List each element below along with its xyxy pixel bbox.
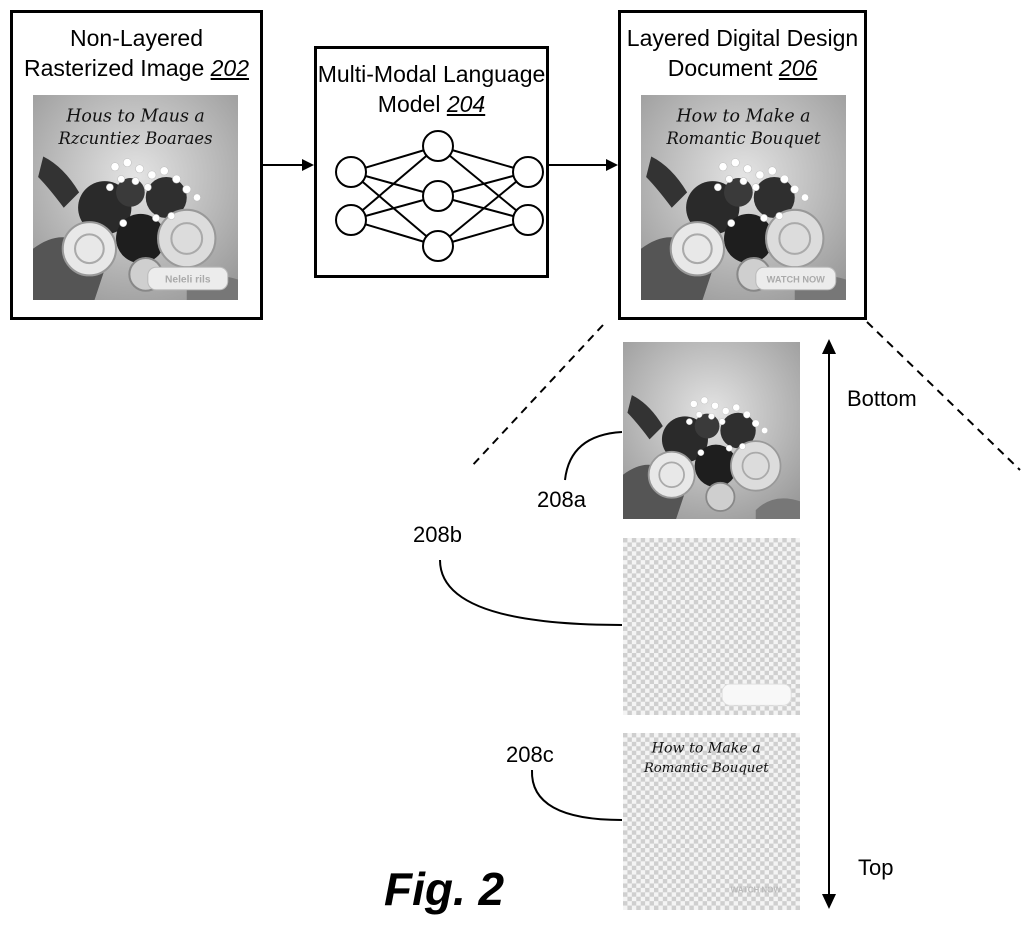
input-title-line1: Non-Layered — [13, 23, 260, 53]
input-box-title: Non-Layered Rasterized Image 202 — [13, 23, 260, 83]
ref-206: 206 — [779, 55, 817, 81]
figure-label: Fig. 2 — [384, 862, 504, 916]
garbled-text-line2: Rzcuntiez Boaraes — [57, 129, 212, 148]
layer-button-text: WATCH NOW — [731, 885, 782, 894]
input-title-line2: Rasterized Image — [24, 55, 211, 81]
leader-208b — [440, 560, 622, 625]
doc-text-line1: How to Make a — [675, 107, 810, 127]
axis-bottom-label: Bottom — [847, 386, 917, 412]
garbled-button: Neleli rils — [165, 275, 211, 286]
label-208c: 208c — [506, 742, 554, 768]
model-title-line2: Model — [378, 91, 447, 117]
output-document-box: Layered Digital Design Document 206 How … — [618, 10, 867, 320]
layer-208a-background — [623, 342, 800, 519]
layered-document-image: How to Make a Romantic Bouquet WATCH NOW — [641, 95, 846, 300]
output-box-title: Layered Digital Design Document 206 — [621, 23, 864, 83]
layer-208b-button-shape — [623, 538, 800, 715]
doc-text-line2: Romantic Bouquet — [665, 129, 821, 148]
leader-208c — [532, 770, 622, 820]
model-box-title: Multi-Modal Language Model 204 — [317, 59, 546, 119]
leader-208a — [565, 432, 622, 480]
doc-button: WATCH NOW — [767, 275, 826, 285]
axis-top-label: Top — [858, 855, 893, 881]
input-image-box: Non-Layered Rasterized Image 202 Hous to… — [10, 10, 263, 320]
output-title-line2: Document — [668, 55, 779, 81]
arrow-down-icon — [822, 894, 836, 909]
layer-208c-text: How to Make a Romantic Bouquet WATCH NOW — [623, 733, 800, 910]
layer-text-line2: Romantic Bouquet — [643, 761, 769, 776]
label-208b: 208b — [413, 522, 462, 548]
zoom-line-left — [470, 325, 603, 468]
rasterized-image: Hous to Maus a Rzcuntiez Boaraes Neleli … — [33, 95, 238, 300]
arrow-up-icon — [822, 339, 836, 354]
ref-204: 204 — [447, 91, 485, 117]
model-title-line1: Multi-Modal Language — [317, 59, 546, 89]
ref-202: 202 — [211, 55, 249, 81]
model-box: Multi-Modal Language Model 204 — [314, 46, 549, 278]
layer-text-line1: How to Make a — [651, 740, 761, 756]
garbled-text-line1: Hous to Maus a — [65, 107, 205, 127]
output-title-line1: Layered Digital Design — [621, 23, 864, 53]
label-208a: 208a — [537, 487, 586, 513]
